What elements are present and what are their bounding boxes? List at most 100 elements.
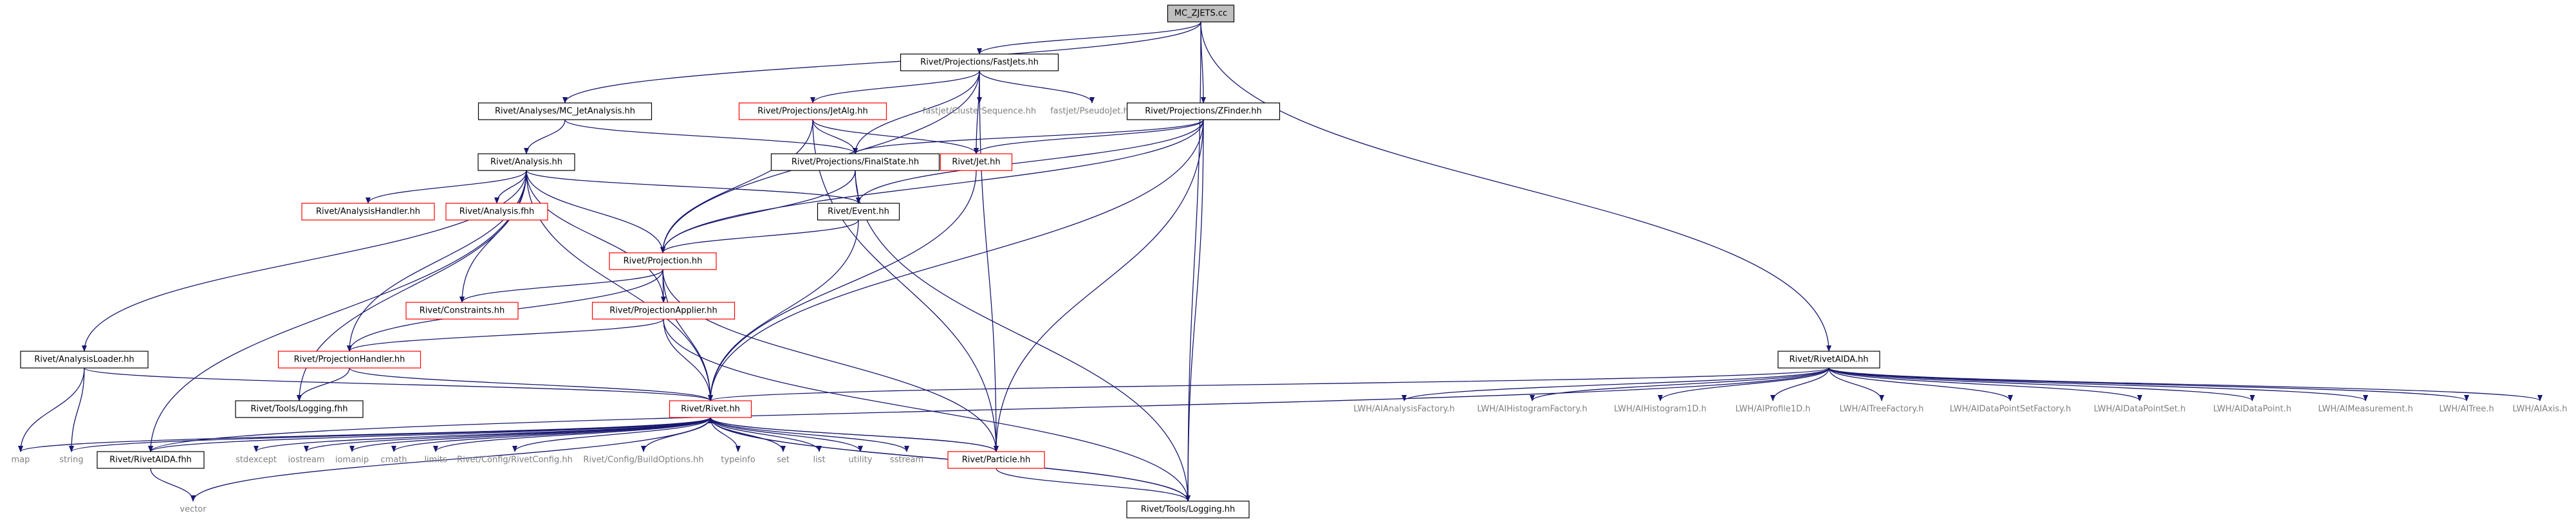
node-box-projection [609,252,717,270]
edge-jetalg-to-jet [812,119,979,154]
edge-zfinder-to-finalstate [853,119,1204,154]
node-box-rivetaidahh [1777,351,1880,369]
edge-mc_zjets-to-fastjets [977,21,1201,55]
edge-mc_zjets-to-mc_jetanalysis [562,21,1201,104]
node-projectionhandler[interactable]: Rivet/ProjectionHandler.hh [277,351,422,369]
node-label-list: list [813,455,825,465]
edge-analysisloader-to-string [69,367,85,452]
node-aianalysisfactory: LWH/AIAnalysisFactory.h [1353,405,1454,414]
edge-rivet-to-rivetaidafhh [148,417,711,452]
node-analysisloader[interactable]: Rivet/AnalysisLoader.hh [20,351,149,369]
edge-mc_jetanalysis-to-analysis [524,119,566,154]
node-string: string [59,455,83,465]
node-aiaxis: LWH/AIAxis.h [2512,405,2567,414]
edge-zfinder-to-logginghh [1185,119,1204,502]
edge-mc_zjets-to-logginghh [1185,21,1201,502]
node-iomanip: iomanip [335,455,369,465]
node-jetalg[interactable]: Rivet/Projections/JetAlg.hh [738,102,887,120]
edge-projectionapplier-to-projectionhandler [347,318,664,352]
edge-rivet-to-limits [433,417,711,452]
node-set: set [777,455,790,465]
node-jet[interactable]: Rivet/Jet.hh [940,153,1013,171]
edge-event-to-rivet [708,219,859,401]
node-label-particle: Rivet/Particle.hh [962,455,1030,465]
edge-rivetaidafhh-to-vector [150,468,196,502]
node-label-finalstate: Rivet/Projections/FinalState.hh [792,158,919,167]
edge-projectionhandler-to-rivet [349,367,713,401]
node-finalstate[interactable]: Rivet/Projections/FinalState.hh [770,153,940,171]
node-constraints[interactable]: Rivet/Constraints.hh [405,302,519,320]
node-label-iostream: iostream [288,455,324,465]
node-label-zfinder: Rivet/Projections/ZFinder.hh [1145,107,1262,116]
node-cmath: cmath [380,455,407,465]
node-label-aiprofile1d: LWH/AIProfile1D.h [1736,405,1811,414]
node-typeinfo: typeinfo [721,455,755,465]
node-label-utility: utility [849,455,873,465]
edge-zfinder-to-particle [994,119,1204,452]
node-label-aihistogram1d: LWH/AIHistogram1D.h [1614,405,1707,414]
node-analysisfhh[interactable]: Rivet/Analysis.fhh [445,203,548,221]
node-map: map [12,455,30,465]
node-box-jet [940,153,1013,171]
node-box-projectionhandler [277,351,422,369]
node-aitreefactory: LWH/AITreeFactory.h [1840,405,1924,414]
edge-rivetaidahh-to-aidatapointsetfactory [1828,367,2013,401]
node-buildoptions: Rivet/Config/BuildOptions.hh [583,455,703,465]
edge-rivet-to-sstream [710,417,909,452]
node-label-rivetaidafhh: Rivet/RivetAIDA.fhh [109,455,192,465]
edge-rivetaidahh-to-aitreefactory [1828,367,1884,401]
node-box-fastjets [900,53,1059,71]
node-loggingfhh[interactable]: Rivet/Tools/Logging.fhh [235,400,364,418]
node-aimeasurement: LWH/AIMeasurement.h [2318,405,2413,414]
edge-projectionhandler-to-loggingfhh [297,367,350,401]
node-mc_jetanalysis[interactable]: Rivet/Analyses/MC_JetAnalysis.hh [477,102,653,120]
node-projectionapplier[interactable]: Rivet/ProjectionApplier.hh [591,302,736,320]
node-label-rivetconfig: Rivet/Config/RivetConfig.hh [457,455,573,465]
edge-jetalg-to-particle [812,119,999,452]
node-limits: limits [424,455,447,465]
node-pseudojet: fastjet/PseudoJet.hh [1050,107,1134,116]
node-zfinder[interactable]: Rivet/Projections/ZFinder.hh [1126,102,1281,120]
node-label-set: set [777,455,790,465]
node-event[interactable]: Rivet/Event.hh [817,203,900,221]
node-rivetaidahh[interactable]: Rivet/RivetAIDA.hh [1777,351,1880,369]
node-box-zfinder [1126,102,1281,120]
node-rivet[interactable]: Rivet/Rivet.hh [669,400,752,418]
node-label-aitreefactory: LWH/AITreeFactory.h [1840,405,1924,414]
node-box-projectionapplier [591,302,736,320]
node-label-cmath: cmath [380,455,407,465]
edge-projection-to-particle [662,269,999,452]
node-label-pseudojet: fastjet/PseudoJet.hh [1050,107,1134,116]
node-stdexcept: stdexcept [236,455,277,465]
node-label-aidatapointsetfactory: LWH/AIDataPointSetFactory.h [1950,405,2071,414]
edge-projectionapplier-to-rivet [663,318,713,401]
edge-rivet-to-list [710,417,822,452]
dependency-edges [18,21,2543,502]
edge-finalstate-to-logginghh [855,170,1191,502]
node-particle[interactable]: Rivet/Particle.hh [947,451,1045,469]
node-logginghh[interactable]: Rivet/Tools/Logging.hh [1126,500,1250,518]
edge-analysis-to-analysisfhh [494,170,527,204]
node-label-limits: limits [424,455,447,465]
node-projection[interactable]: Rivet/Projection.hh [609,252,717,270]
node-label-event: Rivet/Event.hh [828,207,889,217]
node-mc_zjets[interactable]: MC_ZJETS.cc [1167,5,1235,23]
node-label-mc_zjets: MC_ZJETS.cc [1174,9,1227,19]
node-aitree: LWH/AITree.h [2439,405,2494,414]
node-aihistogram1d: LWH/AIHistogram1D.h [1614,405,1707,414]
node-sstream: sstream [890,455,923,465]
edge-fastjets-to-particle [979,70,999,452]
node-box-particle [947,451,1045,469]
node-rivetaidafhh[interactable]: Rivet/RivetAIDA.fhh [97,451,205,469]
node-box-mc_jetanalysis [477,102,653,120]
node-analysis[interactable]: Rivet/Analysis.hh [477,153,575,171]
node-label-logginghh: Rivet/Tools/Logging.hh [1141,505,1235,515]
edge-particle-to-logginghh [996,468,1191,502]
node-label-aiaxis: LWH/AIAxis.h [2512,405,2567,414]
node-aihistogramfactory: LWH/AIHistogramFactory.h [1477,405,1587,414]
edge-zfinder-to-rivet [708,119,1204,401]
node-label-loggingfhh: Rivet/Tools/Logging.fhh [251,405,348,414]
node-fastjets[interactable]: Rivet/Projections/FastJets.hh [900,53,1059,71]
node-analysishandler[interactable]: Rivet/AnalysisHandler.hh [301,203,435,221]
node-box-analysis [477,153,575,171]
